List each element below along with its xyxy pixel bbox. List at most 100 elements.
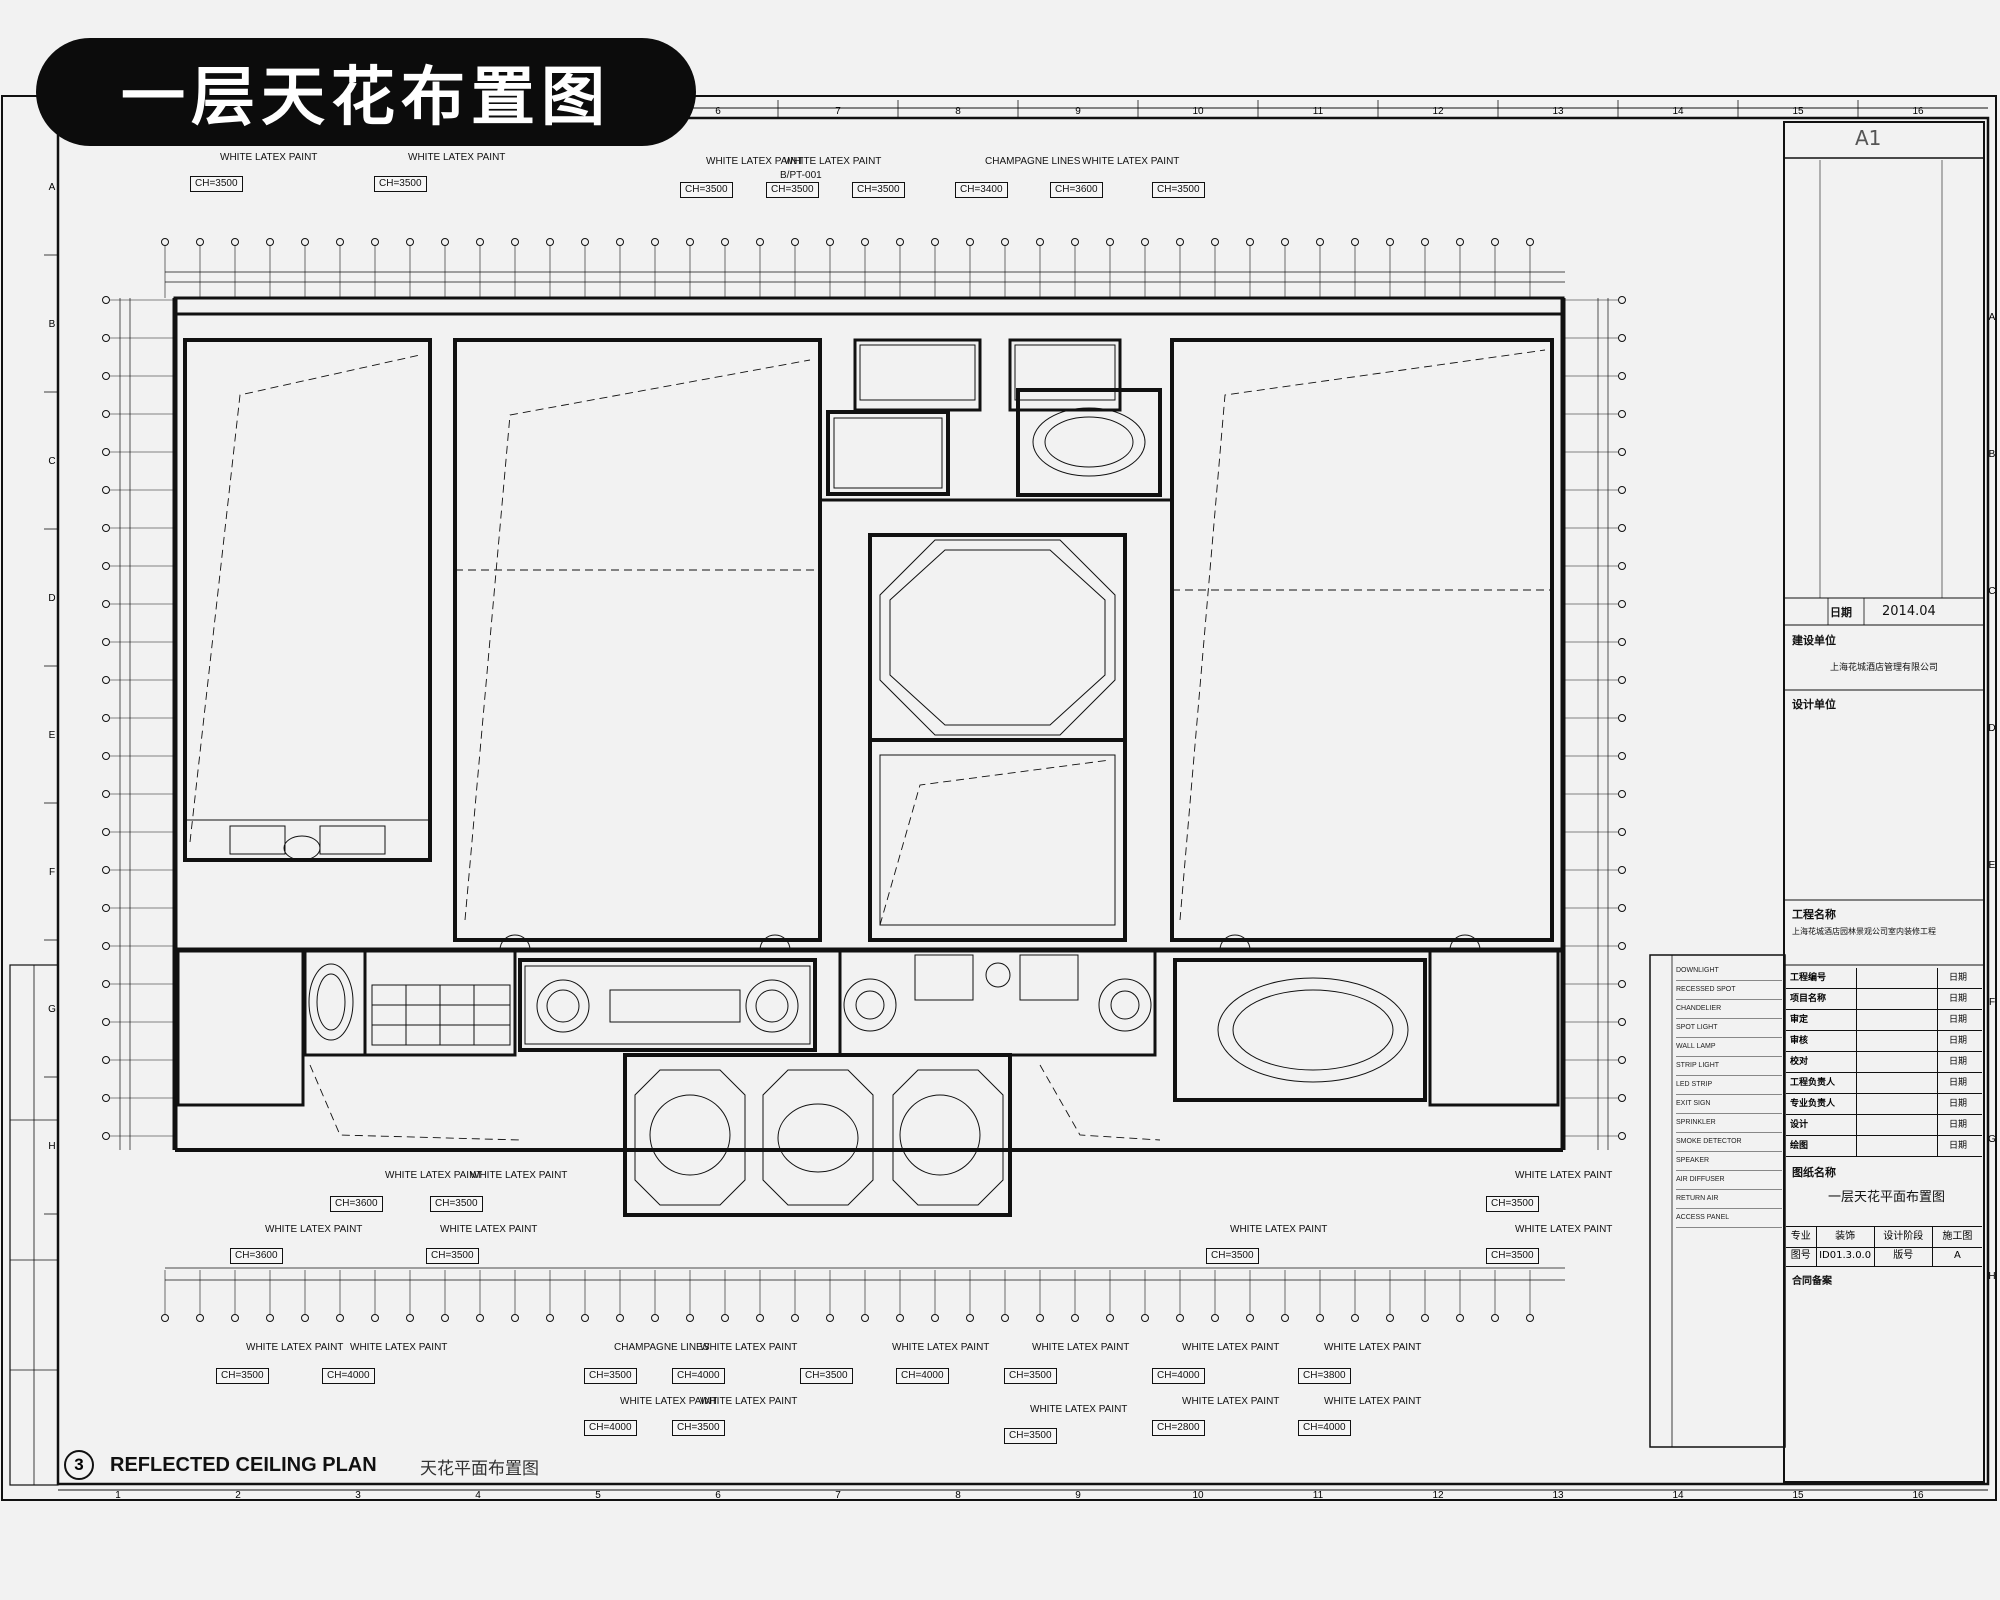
grid-bubble bbox=[102, 980, 110, 988]
grid-bubble bbox=[826, 238, 834, 246]
drawing-title: REFLECTED CEILING PLAN bbox=[110, 1454, 377, 1476]
column-label-top: 14 bbox=[1672, 106, 1684, 117]
approval-row-label: 工程负责人 bbox=[1786, 1073, 1857, 1093]
ceiling-height-tag: CH=3500 bbox=[852, 182, 905, 198]
row-label-right: G bbox=[1988, 1134, 1996, 1145]
grid-bubble bbox=[1618, 638, 1626, 646]
ceiling-height-tag: CH=3400 bbox=[955, 182, 1008, 198]
material-label: WHITE LATEX PAINT bbox=[1182, 1396, 1280, 1407]
ver-value: A bbox=[1953, 1250, 1961, 1261]
column-label-bottom: 3 bbox=[355, 1490, 361, 1501]
grid-bubble bbox=[102, 866, 110, 874]
row-label-left: C bbox=[48, 456, 55, 467]
row-label-right: D bbox=[1988, 723, 1995, 734]
grid-bubble bbox=[301, 1314, 309, 1322]
approval-row-signature bbox=[1857, 1094, 1938, 1114]
phase-label: 设计阶段 bbox=[1875, 1227, 1933, 1247]
ceiling-height-tag: CH=3500 bbox=[1486, 1196, 1539, 1212]
grid-bubble bbox=[1386, 1314, 1394, 1322]
grid-bubble bbox=[966, 238, 974, 246]
legend-item: RETURN AIR bbox=[1676, 1190, 1782, 1209]
spec-value: 装饰 bbox=[1817, 1227, 1875, 1247]
row-label-left: H bbox=[48, 1141, 55, 1152]
date-label: 日期 bbox=[1830, 606, 1852, 619]
ver-label: 版号 bbox=[1875, 1246, 1933, 1266]
legend-frame bbox=[1649, 954, 1786, 1448]
ceiling-height-tag: CH=3500 bbox=[766, 182, 819, 198]
approval-row-signature bbox=[1857, 1031, 1938, 1051]
material-label: WHITE LATEX PAINT bbox=[1515, 1170, 1613, 1181]
material-label: WHITE LATEX PAINT bbox=[1182, 1342, 1280, 1353]
title-badge: 一层天花布置图 bbox=[36, 38, 696, 146]
approval-row: 项目名称日期 bbox=[1786, 989, 1982, 1010]
grid-bubble bbox=[102, 600, 110, 608]
column-label-top: 10 bbox=[1192, 106, 1204, 117]
no-value: ID01.3.0.0 bbox=[1817, 1246, 1875, 1266]
column-label-top: 15 bbox=[1792, 106, 1804, 117]
grid-bubble bbox=[1106, 238, 1114, 246]
spec-label: 专业 bbox=[1786, 1227, 1817, 1247]
grid-bubble bbox=[1618, 866, 1626, 874]
grid-bubble bbox=[102, 790, 110, 798]
grid-bubble bbox=[1618, 1132, 1626, 1140]
column-label-top: 8 bbox=[955, 106, 961, 117]
grid-bubble bbox=[511, 238, 519, 246]
material-label: WHITE LATEX PAINT bbox=[220, 152, 318, 163]
grid-bubble bbox=[102, 1094, 110, 1102]
ceiling-height-tag: CH=3500 bbox=[1004, 1428, 1057, 1444]
ceiling-height-tag: CH=3500 bbox=[672, 1420, 725, 1436]
approval-row-date-label: 日期 bbox=[1948, 1078, 1967, 1088]
approval-row-date-label: 日期 bbox=[1948, 1015, 1967, 1025]
ceiling-height-tag: CH=3500 bbox=[1206, 1248, 1259, 1264]
grid-bubble bbox=[1491, 1314, 1499, 1322]
grid-bubble bbox=[861, 238, 869, 246]
approval-row-date-label: 日期 bbox=[1948, 1099, 1967, 1109]
material-label: WHITE LATEX PAINT bbox=[470, 1170, 568, 1181]
material-label: WHITE LATEX PAINT bbox=[706, 156, 804, 167]
approval-row: 审核日期 bbox=[1786, 1031, 1982, 1052]
column-label-top: 6 bbox=[715, 106, 721, 117]
row-label-right: A bbox=[1989, 312, 1996, 323]
legend-item: DOWNLIGHT bbox=[1676, 962, 1782, 981]
approval-row-date-label: 日期 bbox=[1948, 994, 1967, 1004]
column-label-bottom: 2 bbox=[235, 1490, 241, 1501]
grid-bubble bbox=[102, 676, 110, 684]
client-label: 建设单位 bbox=[1792, 634, 1836, 647]
grid-bubble bbox=[1141, 1314, 1149, 1322]
grid-bubble bbox=[231, 1314, 239, 1322]
grid-bubble bbox=[1526, 238, 1534, 246]
remark-label: 合同备案 bbox=[1792, 1276, 1832, 1287]
grid-bubble bbox=[1618, 714, 1626, 722]
grid-bubble bbox=[266, 238, 274, 246]
grid-bubble bbox=[966, 1314, 974, 1322]
legend-item: SPOT LIGHT bbox=[1676, 1019, 1782, 1038]
column-label-bottom: 1 bbox=[115, 1490, 121, 1501]
material-label: B/PT-001 bbox=[780, 170, 822, 181]
view-number: 3 bbox=[64, 1450, 94, 1480]
material-label: WHITE LATEX PAINT bbox=[408, 152, 506, 163]
grid-bubble bbox=[616, 1314, 624, 1322]
grid-bubble bbox=[102, 1018, 110, 1026]
material-label: WHITE LATEX PAINT bbox=[1324, 1396, 1422, 1407]
grid-bubble bbox=[1036, 1314, 1044, 1322]
column-label-bottom: 8 bbox=[955, 1490, 961, 1501]
column-label-bottom: 10 bbox=[1192, 1490, 1204, 1501]
approval-row-signature bbox=[1857, 1052, 1938, 1072]
grid-bubble bbox=[1141, 238, 1149, 246]
material-label: WHITE LATEX PAINT bbox=[1032, 1342, 1130, 1353]
column-label-bottom: 14 bbox=[1672, 1490, 1684, 1501]
grid-bubble bbox=[1106, 1314, 1114, 1322]
grid-bubble bbox=[546, 238, 554, 246]
approval-row-signature bbox=[1857, 1115, 1938, 1135]
grid-bubble bbox=[511, 1314, 519, 1322]
grid-bubble bbox=[1618, 524, 1626, 532]
column-label-bottom: 11 bbox=[1313, 1490, 1324, 1501]
approval-row: 绘图日期 bbox=[1786, 1136, 1982, 1157]
grid-bubble bbox=[371, 1314, 379, 1322]
grid-bubble bbox=[441, 238, 449, 246]
material-label: WHITE LATEX PAINT bbox=[385, 1170, 483, 1181]
row-label-left: D bbox=[48, 593, 55, 604]
material-label: CHAMPAGNE LINES bbox=[614, 1342, 710, 1353]
